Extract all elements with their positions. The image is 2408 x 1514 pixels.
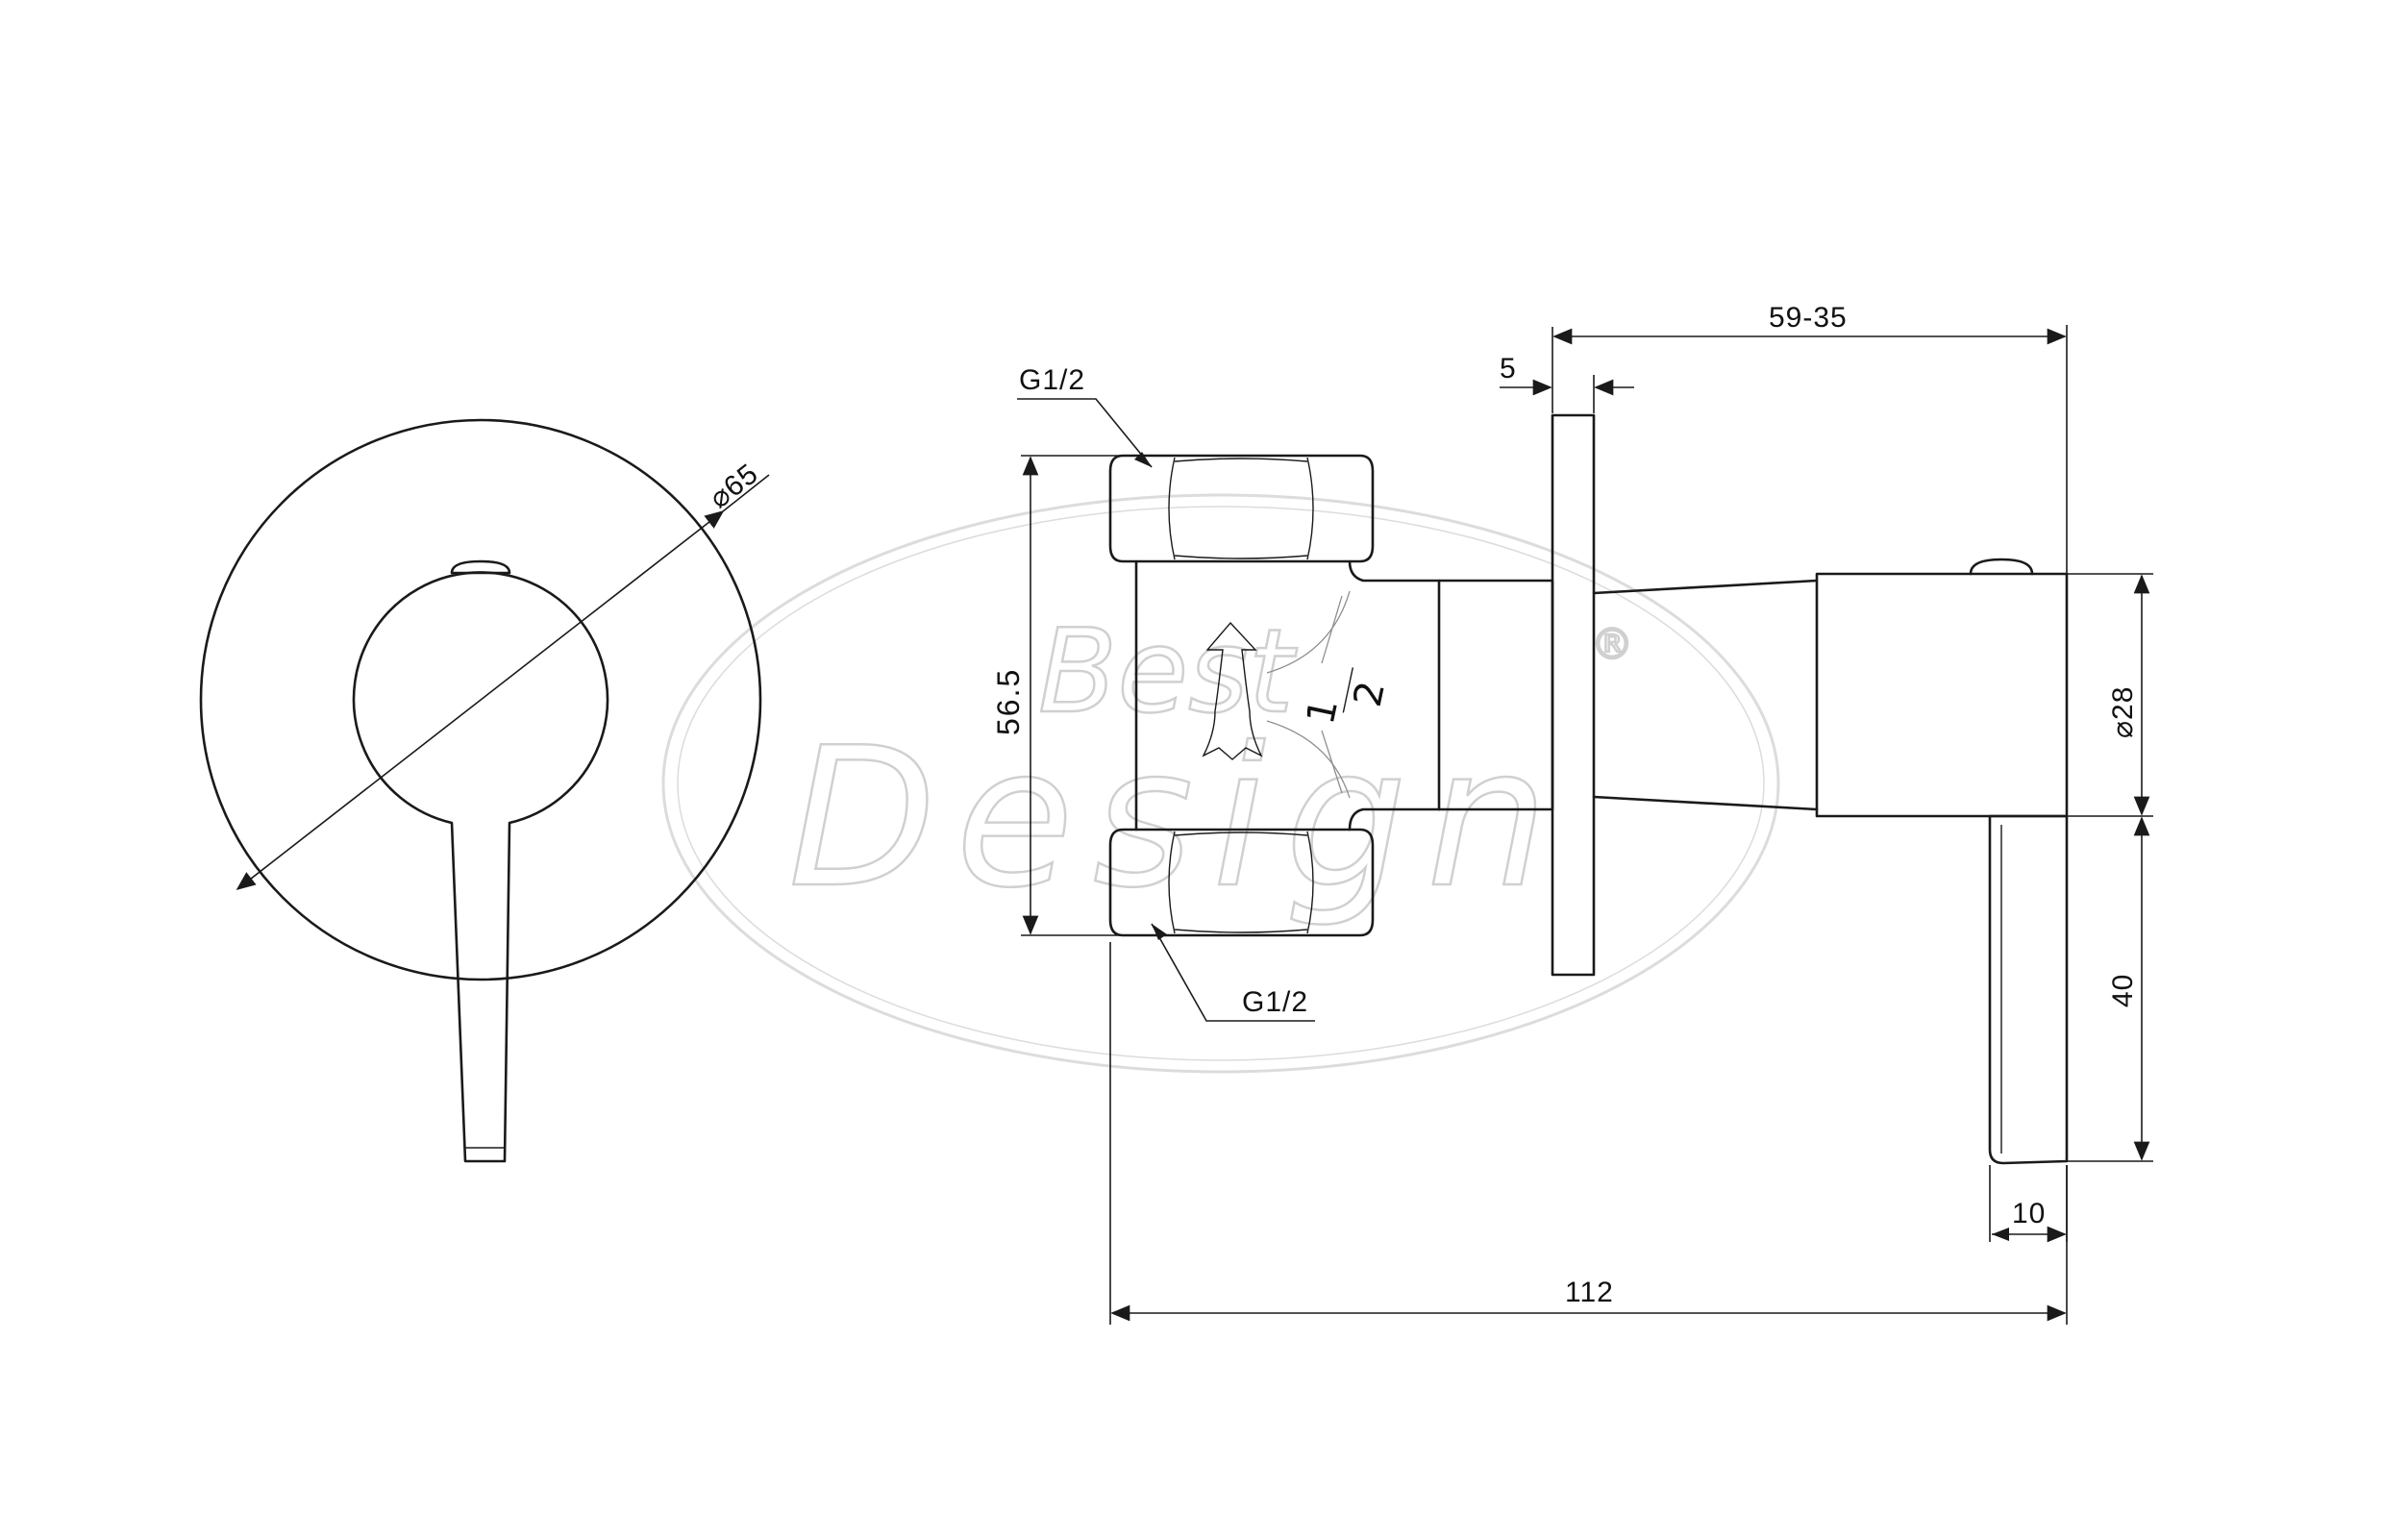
thread-bottom-label: G1/2 — [1242, 986, 1308, 1018]
thread-top-arrow — [1134, 452, 1152, 467]
front-view: ⌀65 — [199, 418, 770, 1163]
diameter-leader — [722, 474, 770, 512]
handle-diameter-label: ⌀28 — [2107, 686, 2139, 738]
top-hex-nut — [1108, 454, 1375, 563]
diameter-dimension-line — [236, 509, 725, 891]
lever-side — [1988, 814, 2069, 1165]
adjust-range-label: 59-35 — [1769, 302, 1848, 334]
thread-top-leader — [1017, 398, 1153, 468]
flow-arrow-icon — [1202, 621, 1263, 760]
total-length-label: 112 — [1565, 1277, 1614, 1308]
cover-plate-section — [1551, 413, 1596, 977]
lever-length-label: 40 — [2107, 974, 2139, 1007]
bottom-hex-nut — [1108, 828, 1375, 937]
watermark-text-design: Design — [788, 707, 1568, 931]
handle-top-button — [1969, 558, 2034, 576]
height-label: 56.5 — [991, 668, 1026, 735]
cover-plate — [199, 418, 762, 981]
plate-thickness-label: 5 — [1500, 353, 1517, 385]
valve-body — [1134, 559, 1441, 831]
watermark-registered-mark: ® — [1591, 620, 1633, 669]
lever-handle — [352, 571, 609, 1163]
dim-10-arrow — [1992, 1228, 2009, 1241]
lever-thickness-label: 10 — [2012, 1198, 2046, 1229]
watermark: Best Design ® — [661, 493, 1780, 1074]
size-marking-bar — [1342, 667, 1353, 713]
handle-body — [1592, 558, 2069, 818]
watermark-text-best: Best — [1038, 606, 1298, 739]
dimensions: 56.5 G1/2 G1/2 5 59-35 ⌀28 40 10 — [991, 302, 2153, 1325]
thread-top-label: G1/2 — [1019, 364, 1085, 396]
diameter-label: ⌀65 — [704, 458, 764, 515]
thread-bottom-arrow — [1152, 924, 1167, 940]
thread-bottom-leader — [1151, 923, 1315, 1022]
